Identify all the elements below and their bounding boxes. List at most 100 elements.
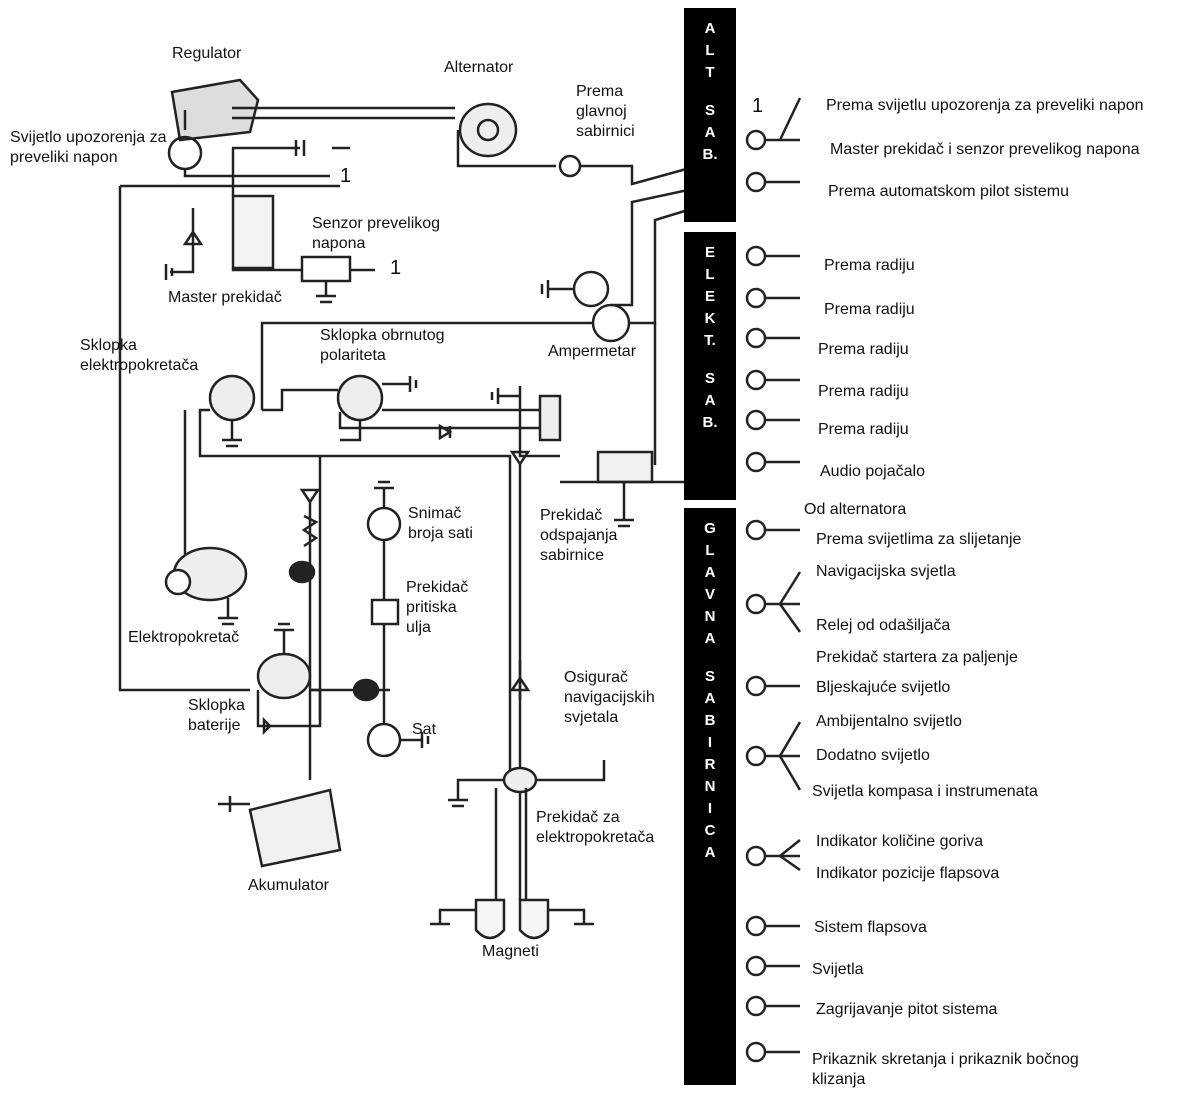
starter-solenoid-label: Sklopka elektropokretača: [80, 337, 199, 374]
clock-dial: [366, 722, 402, 758]
circuit-breaker: [745, 245, 767, 267]
main-bus-circuit-label: Zagrijavanje pitot sistema: [816, 1001, 998, 1018]
starter-solenoid: [208, 374, 256, 422]
bus-letter: E: [704, 244, 715, 261]
bus-letter: K: [704, 310, 716, 327]
reverse-polarity-solenoid: [336, 374, 384, 422]
fuse-block: [352, 678, 380, 702]
circuit-breaker: [745, 327, 767, 349]
hour-meter-label: Snimač broja sati: [408, 505, 473, 542]
circuit-breaker: [745, 519, 767, 541]
circuit-breaker: [745, 1041, 767, 1063]
main-bus-circuit-label: Prekidač startera za paljenje: [816, 649, 1018, 666]
main-bus-circuit-label: Svijetla: [812, 961, 864, 978]
alt-bus-circuit-label: Master prekidač i senzor prevelikog napo…: [830, 141, 1140, 158]
warning-light-lamp: [167, 135, 203, 171]
magnetos-label: Magneti: [482, 943, 539, 960]
battery-contactor-label: Sklopka baterije: [188, 697, 245, 734]
circuit-breaker: [745, 287, 767, 309]
main-bus-circuit-label: Svijetla kompasa i instrumenata: [812, 783, 1038, 800]
main-bus-circuit-label: Indikator količine goriva: [816, 833, 984, 850]
master-switch-box: [231, 194, 275, 270]
bus-letter: L: [705, 542, 715, 559]
bus-letter: B.: [702, 146, 718, 163]
oil-pressure-label: Prekidač pritiska ulja: [406, 579, 469, 636]
ref-marker-alt: 1: [752, 95, 764, 117]
circuit-breaker: [745, 171, 767, 193]
bus-letter: T.: [704, 332, 716, 349]
main-bus-circuit-label: Sistem flapsova: [814, 919, 927, 936]
main-bus-circuit-label: Dodatno svijetlo: [816, 747, 930, 764]
bus-letter: L: [705, 42, 715, 59]
bus-disconnect-box: [596, 450, 654, 484]
regulator-box: [170, 78, 260, 142]
bus-letter: L: [705, 266, 715, 283]
bus-letter: A: [704, 844, 716, 861]
main-bus-circuit-label: Od alternatora: [804, 501, 907, 518]
magneto-left: [474, 898, 506, 940]
alternator-label: Alternator: [444, 59, 514, 76]
bus-letter: S: [704, 102, 715, 119]
circuit-breaker: [745, 745, 767, 767]
circuit-breaker: [745, 915, 767, 937]
bus-letter: A: [704, 20, 716, 37]
bus-letter: B.: [702, 414, 718, 431]
bus-letter: B: [704, 712, 716, 729]
elec-bus-circuit-label: Prema radiju: [824, 301, 915, 318]
circuit-breaker: [745, 451, 767, 473]
bus-disconnect-label: Prekidač odspajanja sabirnice: [540, 507, 618, 564]
battery-contactor: [256, 652, 312, 700]
main-bus-circuit-label: Navigacijska svjetla: [816, 563, 956, 580]
to-main-bus-label: Prema glavnoj sabirnici: [576, 83, 635, 140]
bus-letter: [684, 352, 736, 368]
circuit-breaker: [745, 369, 767, 391]
main-bus-circuit-label: Prema svijetlima za slijetanje: [816, 531, 1022, 548]
starter-motor-label: Elektropokretač: [128, 629, 240, 646]
bus-letter: S: [704, 668, 715, 685]
bus-letter: A: [704, 630, 716, 647]
regulator-label: Regulator: [172, 45, 242, 62]
battery-label: Akumulator: [248, 877, 329, 894]
bus-letter: A: [704, 564, 716, 581]
bus-letter: N: [704, 608, 716, 625]
main-bus-circuit-label: Relej od odašiljača: [816, 617, 951, 634]
oil-pressure-switch: [370, 598, 400, 626]
elec-bus-circuit-label: Prema radiju: [818, 383, 909, 400]
ref-marker-1b: 1: [390, 257, 402, 279]
bus-letter: G: [704, 520, 716, 537]
circuit-breaker: [745, 593, 767, 615]
ammeter-gauge: [591, 303, 631, 343]
reverse-polarity-label: Sklopka obrnutog polariteta: [320, 327, 445, 364]
master-switch-label: Master prekidač: [168, 289, 282, 306]
elec-bus-circuit-label: Prema radiju: [818, 421, 909, 438]
circuit-breaker: [745, 129, 767, 151]
magneto-right: [518, 898, 550, 940]
bus-letter: I: [707, 734, 713, 751]
bus-letter: E: [704, 288, 715, 305]
bus-letter: R: [704, 756, 716, 773]
circuit-breaker: [745, 955, 767, 977]
circuit-breaker: [745, 675, 767, 697]
bus-letter: [684, 650, 736, 666]
elec-bus-circuit-label: Prema radiju: [824, 257, 915, 274]
bus-letter: N: [704, 778, 716, 795]
warning-light-label: Svijetlo upozorenja za preveliki napon: [10, 129, 167, 166]
bus-letter: C: [704, 822, 716, 839]
ammeter-label: Ampermetar: [548, 343, 637, 360]
elec-bus-circuit-label: Audio pojačalo: [820, 463, 925, 480]
bus-letter: A: [704, 392, 716, 409]
hour-meter: [366, 506, 402, 542]
circuit-breaker: [745, 845, 767, 867]
battery-box: [248, 788, 342, 868]
alt-bus-circuit-label: Prema automatskom pilot sistemu: [828, 183, 1069, 200]
bus-letter: A: [704, 690, 716, 707]
main-bus-circuit-label: Indikator pozicije flapsova: [816, 865, 1000, 882]
bus-letter: T: [705, 64, 715, 81]
bus-letter: I: [707, 800, 713, 817]
main-bus-circuit-label: Prikaznik skretanja i prikaznik bočnog k…: [812, 1051, 1079, 1088]
main-bus-circuit-label: Ambijentalno svijetlo: [816, 713, 962, 730]
circuit-breaker: [745, 409, 767, 431]
